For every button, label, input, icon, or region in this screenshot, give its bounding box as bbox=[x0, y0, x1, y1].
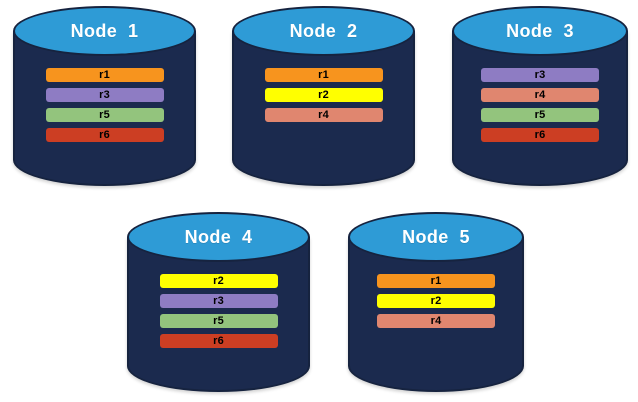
replica-label: r6 bbox=[213, 334, 224, 347]
replica-bar[interactable]: r5 bbox=[159, 314, 278, 328]
replica-bar[interactable]: r3 bbox=[481, 68, 599, 82]
replica-label: r1 bbox=[430, 274, 442, 287]
node-cylinder-5[interactable]: Node 5 r1 r2 r4 bbox=[348, 212, 524, 392]
node-label-4: Node 4 bbox=[184, 226, 253, 247]
replica-list-3: r3 r4 r5 r6 bbox=[481, 68, 599, 148]
replica-bar[interactable]: r4 bbox=[377, 314, 495, 328]
node-label-3: Node 3 bbox=[506, 20, 574, 41]
node-label-2: Node 2 bbox=[289, 20, 358, 41]
replica-list-5: r1 r2 r4 bbox=[377, 274, 495, 334]
replica-bar[interactable]: r2 bbox=[159, 274, 278, 288]
node-label-1: Node 1 bbox=[70, 20, 139, 41]
node-label-5: Node 5 bbox=[402, 226, 470, 247]
replica-label: r4 bbox=[534, 88, 546, 101]
replica-label: r5 bbox=[99, 108, 110, 121]
replica-label: r5 bbox=[213, 314, 224, 327]
replica-label: r1 bbox=[318, 68, 329, 81]
replica-label: r6 bbox=[99, 128, 110, 141]
replica-bar[interactable]: r1 bbox=[264, 68, 383, 82]
replica-bar[interactable]: r5 bbox=[481, 108, 599, 122]
replica-label: r4 bbox=[430, 314, 442, 327]
replica-bar[interactable]: r6 bbox=[159, 334, 278, 348]
replica-list-2: r1 r2 r4 bbox=[264, 68, 383, 128]
replica-bar[interactable]: r4 bbox=[264, 108, 383, 122]
node-cylinder-4[interactable]: Node 4 r2 r3 r5 r6 bbox=[127, 212, 310, 392]
node-cylinder-2[interactable]: Node 2 r1 r2 r4 bbox=[232, 6, 415, 186]
replica-label: r2 bbox=[318, 88, 329, 101]
replica-bar[interactable]: r6 bbox=[481, 128, 599, 142]
replica-bar[interactable]: r1 bbox=[377, 274, 495, 288]
node-cylinder-3[interactable]: Node 3 r3 r4 r5 r6 bbox=[452, 6, 628, 186]
replica-bar[interactable]: r3 bbox=[45, 88, 164, 102]
replica-label: r3 bbox=[213, 294, 224, 307]
replica-bar[interactable]: r2 bbox=[264, 88, 383, 102]
cylinder-top-5 bbox=[348, 212, 524, 262]
replica-label: r6 bbox=[534, 128, 546, 141]
replica-label: r3 bbox=[99, 88, 110, 101]
replica-bar[interactable]: r4 bbox=[481, 88, 599, 102]
cylinder-top-4 bbox=[127, 212, 310, 262]
replica-label: r5 bbox=[534, 108, 546, 121]
replica-label: r2 bbox=[213, 274, 224, 287]
replica-list-4: r2 r3 r5 r6 bbox=[159, 274, 278, 354]
replica-label: r3 bbox=[534, 68, 546, 81]
replica-bar[interactable]: r5 bbox=[45, 108, 164, 122]
replica-label: r2 bbox=[430, 294, 442, 307]
replica-label: r4 bbox=[318, 108, 329, 121]
replica-bar[interactable]: r3 bbox=[159, 294, 278, 308]
node-cylinder-1[interactable]: Node 1 r1 r3 r5 r6 bbox=[13, 6, 196, 186]
replica-bar[interactable]: r2 bbox=[377, 294, 495, 308]
cylinder-top-3 bbox=[452, 6, 628, 56]
replica-bar[interactable]: r1 bbox=[45, 68, 164, 82]
cylinder-top-1 bbox=[13, 6, 196, 56]
replica-list-1: r1 r3 r5 r6 bbox=[45, 68, 164, 148]
cylinder-top-2 bbox=[232, 6, 415, 56]
replica-label: r1 bbox=[99, 68, 110, 81]
replica-bar[interactable]: r6 bbox=[45, 128, 164, 142]
